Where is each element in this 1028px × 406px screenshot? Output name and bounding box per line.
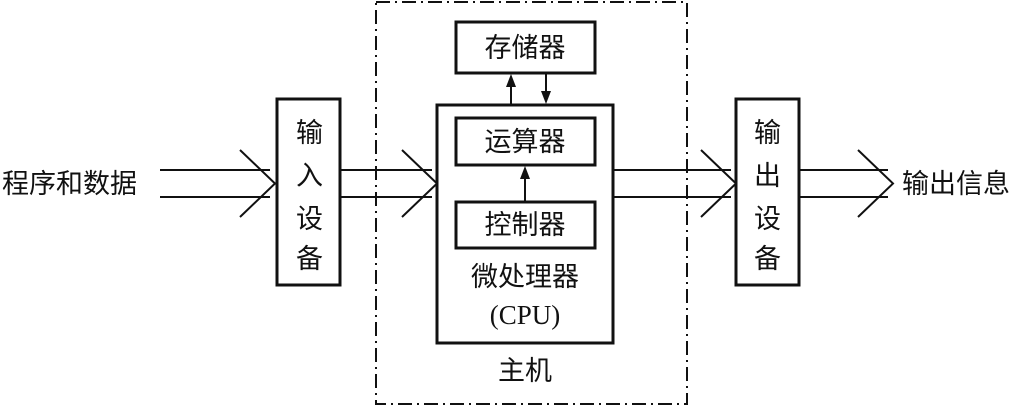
input-device-label: 输 入 设 备 (296, 118, 323, 275)
svg-text:设: 设 (296, 204, 323, 235)
memory-label: 存储器 (485, 33, 566, 64)
alu-box (454, 116, 597, 167)
svg-text:入: 入 (296, 161, 323, 192)
controller-label: 控制器 (485, 210, 566, 241)
svg-text:出: 出 (754, 161, 781, 192)
input-flow-arrow (160, 149, 277, 218)
output-device-box (734, 97, 801, 287)
host-boundary (375, 1, 688, 405)
cpu-abbr-label: (CPU) (490, 300, 561, 330)
host-label: 主机 (498, 356, 552, 387)
input-label: 程序和数据 (2, 169, 137, 200)
memory-box (454, 20, 597, 75)
input-to-cpu-arrow (340, 149, 439, 218)
svg-text:备: 备 (754, 244, 781, 275)
cpu-to-output-arrow (613, 149, 738, 218)
microprocessor-label: 微处理器 (471, 262, 579, 293)
controller-to-alu-arrow (520, 166, 530, 202)
svg-text:备: 备 (296, 244, 323, 275)
input-device-box (275, 97, 342, 287)
svg-text:输: 输 (296, 118, 323, 149)
output-label: 输出信息 (902, 169, 1010, 200)
alu-label: 运算器 (485, 127, 566, 158)
cpu-to-memory-arrow (506, 74, 516, 105)
output-device-label: 输 出 设 备 (754, 118, 781, 275)
svg-text:输: 输 (754, 118, 781, 149)
output-flow-arrow (799, 149, 895, 218)
memory-to-cpu-arrow (541, 73, 551, 104)
svg-text:设: 设 (754, 204, 781, 235)
controller-box (454, 200, 597, 250)
